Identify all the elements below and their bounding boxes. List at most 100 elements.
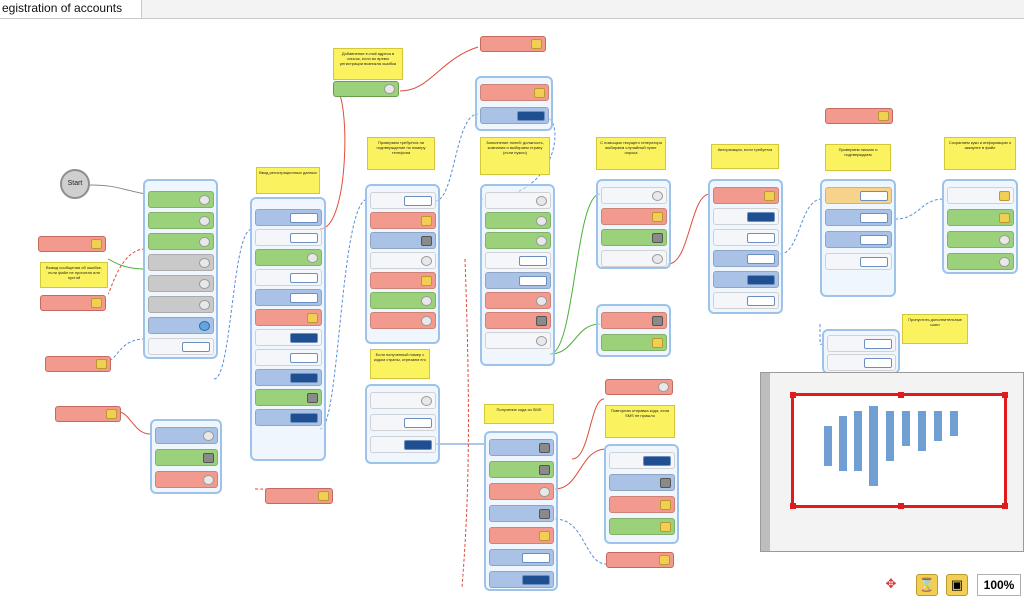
action-block[interactable]	[713, 250, 779, 267]
action-block[interactable]	[489, 549, 554, 566]
action-block[interactable]	[609, 452, 675, 469]
action-block[interactable]	[148, 233, 214, 250]
action-block[interactable]	[485, 332, 551, 349]
note-resend-code[interactable]: Повторная отправка кода, если SMS не при…	[605, 405, 675, 438]
action-block[interactable]	[713, 208, 779, 225]
action-block[interactable]	[825, 253, 892, 270]
action-block[interactable]	[255, 269, 322, 286]
action-block[interactable]	[489, 527, 554, 544]
action-block[interactable]	[155, 449, 218, 466]
action-block[interactable]	[148, 212, 214, 229]
action-block[interactable]	[485, 212, 551, 229]
action-block[interactable]	[485, 232, 551, 249]
note-skip-steps[interactable]: Пропустить дополнительные шаги	[902, 314, 968, 344]
note-fill-fields[interactable]: Заполнение полей: должность, компания и …	[480, 137, 550, 175]
action-block[interactable]	[148, 275, 214, 292]
action-block[interactable]	[255, 389, 322, 406]
action-block[interactable]	[947, 209, 1014, 226]
group-skip[interactable]	[822, 329, 900, 374]
note-trim-code[interactable]: Если полученный номер с кодом страны, от…	[370, 349, 430, 379]
action-block[interactable]	[480, 107, 549, 124]
action-block[interactable]	[713, 292, 779, 309]
action-block[interactable]	[947, 231, 1014, 248]
action-block[interactable]	[255, 249, 322, 266]
group-phone-trim[interactable]	[365, 384, 440, 464]
action-block[interactable]	[255, 229, 322, 246]
group-fields[interactable]	[480, 184, 555, 366]
resize-handle[interactable]	[898, 503, 904, 509]
action-block[interactable]	[370, 392, 436, 409]
group-sms[interactable]	[484, 431, 558, 591]
action-block[interactable]	[485, 312, 551, 329]
action-block[interactable]	[370, 252, 436, 269]
action-block[interactable]	[255, 309, 322, 326]
action-block[interactable]	[825, 231, 892, 248]
pink-note[interactable]	[265, 488, 333, 504]
action-block[interactable]	[713, 187, 779, 204]
action-block[interactable]	[485, 252, 551, 269]
action-block[interactable]	[485, 272, 551, 289]
action-block[interactable]	[825, 209, 892, 226]
action-block[interactable]	[485, 192, 551, 209]
action-block[interactable]	[489, 505, 554, 522]
pink-note[interactable]	[45, 356, 111, 372]
action-block[interactable]	[148, 338, 214, 355]
note-check-email[interactable]: Проверяем письмо и подтверждаем	[825, 144, 891, 171]
note-add-email[interactable]: Добавление e-mail адреса в список, если …	[333, 48, 403, 80]
hourglass-icon[interactable]: ⌛	[916, 574, 938, 596]
group-registration[interactable]	[250, 197, 326, 461]
action-block[interactable]	[370, 292, 436, 309]
action-block[interactable]	[148, 191, 214, 208]
note-sms-code[interactable]: Получение кода из SMS	[484, 404, 554, 424]
resize-handle[interactable]	[790, 392, 796, 398]
action-block[interactable]	[480, 84, 549, 101]
action-block[interactable]	[827, 354, 896, 371]
action-block[interactable]	[148, 296, 214, 313]
action-block[interactable]	[255, 289, 322, 306]
pink-note[interactable]	[606, 552, 674, 568]
action-block[interactable]	[370, 436, 436, 453]
minimap-scrollbar[interactable]	[761, 373, 770, 551]
action-block[interactable]	[148, 317, 214, 334]
action-block[interactable]	[255, 329, 322, 346]
action-block[interactable]	[370, 312, 436, 329]
resize-handle[interactable]	[1002, 503, 1008, 509]
group-survey[interactable]	[596, 179, 671, 269]
resize-handle[interactable]	[1002, 392, 1008, 398]
group-save[interactable]	[942, 179, 1018, 274]
group-error[interactable]	[150, 419, 222, 494]
action-block[interactable]	[609, 518, 675, 535]
action-block[interactable]	[489, 483, 554, 500]
action-block[interactable]	[489, 571, 554, 588]
action-block[interactable]	[609, 474, 675, 491]
note-phone-check[interactable]: Проверяем требуется ли подтверждение по …	[367, 137, 435, 170]
action-block[interactable]	[255, 209, 322, 226]
action-block[interactable]	[370, 212, 436, 229]
screen-icon[interactable]: ▣	[946, 574, 968, 596]
zoom-level[interactable]: 100%	[977, 574, 1021, 596]
action-block[interactable]	[713, 271, 779, 288]
action-block[interactable]	[601, 250, 667, 267]
action-block[interactable]	[601, 312, 667, 329]
note-save-cookies[interactable]: Сохраняем куки и информацию о аккаунте в…	[944, 137, 1016, 170]
action-block[interactable]	[370, 192, 436, 209]
action-block[interactable]	[485, 292, 551, 309]
flow-canvas[interactable]: Start	[0, 19, 1024, 596]
action-block[interactable]	[601, 187, 667, 204]
note-enter-registration[interactable]: Ввод регистрационных данных	[256, 167, 320, 194]
resize-handle[interactable]	[898, 392, 904, 398]
action-block[interactable]	[947, 187, 1014, 204]
group-resend[interactable]	[604, 444, 679, 544]
action-block[interactable]	[255, 409, 322, 426]
action-block[interactable]	[489, 439, 554, 456]
resize-handle[interactable]	[790, 503, 796, 509]
action-block[interactable]	[489, 461, 554, 478]
action-block[interactable]	[255, 369, 322, 386]
tab-registration-of-accounts[interactable]: egistration of accounts	[0, 0, 142, 18]
note-survey[interactable]: С помощью текущего генератора выбираем с…	[596, 137, 666, 170]
action-block[interactable]	[370, 414, 436, 431]
pink-note[interactable]	[825, 108, 893, 124]
group-domain[interactable]	[475, 76, 553, 131]
pink-note[interactable]	[605, 379, 673, 395]
minimap-viewport[interactable]	[790, 392, 1008, 509]
